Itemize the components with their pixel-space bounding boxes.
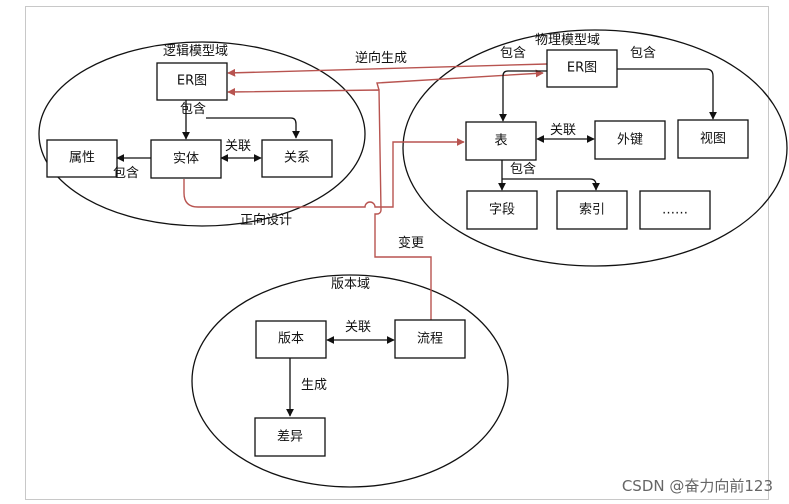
- phys-er-view-edge-label: 包含: [630, 45, 656, 61]
- change-edge: [227, 87, 432, 320]
- relation-label: 关系: [284, 151, 310, 166]
- more-label: ……: [662, 203, 688, 218]
- image-frame: [25, 6, 769, 500]
- entity-label: 实体: [173, 152, 199, 167]
- forward-design-edge-label: 正向设计: [240, 212, 292, 228]
- more-box[interactable]: [639, 190, 711, 230]
- reverse-generate-edge-label: 逆向生成: [355, 50, 407, 66]
- physical-domain-ellipse: [402, 29, 788, 267]
- index-box[interactable]: [556, 190, 628, 230]
- forward-design-edge: [183, 138, 465, 208]
- foreign-key-label: 外键: [617, 133, 643, 148]
- entity-box[interactable]: [150, 139, 222, 179]
- physical-er-label: ER图: [567, 61, 597, 76]
- view-box[interactable]: [677, 119, 749, 159]
- process-box[interactable]: [394, 319, 466, 359]
- relation-box[interactable]: [261, 139, 333, 178]
- difference-box[interactable]: [254, 417, 326, 457]
- view-label: 视图: [700, 132, 726, 147]
- field-label: 字段: [489, 203, 515, 218]
- process-label: 流程: [417, 332, 443, 347]
- attribute-box[interactable]: [46, 139, 118, 178]
- table-label: 表: [494, 134, 507, 149]
- version-label: 版本: [278, 332, 304, 347]
- version-domain-ellipse: [191, 274, 509, 488]
- index-label: 索引: [579, 203, 605, 218]
- logical-domain-title: 逻辑模型域: [163, 44, 228, 59]
- field-box[interactable]: [466, 190, 538, 230]
- version-box[interactable]: [255, 320, 327, 359]
- er-entity-edge-label: 包含: [180, 101, 206, 117]
- version-domain-title: 版本域: [331, 277, 370, 292]
- relation-loop-edge: [206, 117, 300, 139]
- logical-er-label: ER图: [177, 74, 207, 89]
- phys-er-table-edge-label: 包含: [500, 45, 526, 61]
- foreign-key-box[interactable]: [594, 120, 666, 160]
- change-edge-upper: [376, 69, 544, 91]
- logical-er-box[interactable]: [156, 62, 228, 101]
- physical-er-box[interactable]: [546, 49, 618, 88]
- logical-domain-ellipse: [38, 41, 366, 227]
- table-fields-edge-label: 包含: [510, 161, 536, 177]
- table-box[interactable]: [465, 121, 537, 161]
- entity-relation-edge-label: 关联: [225, 139, 251, 154]
- change-edge-label: 变更: [398, 235, 424, 251]
- difference-label: 差异: [277, 430, 303, 445]
- phys-er-table-edge: [499, 70, 548, 122]
- generate-edge-label: 生成: [301, 378, 327, 393]
- phys-er-view-edge: [617, 68, 717, 120]
- watermark-text: CSDN @奋力向前123: [621, 477, 773, 495]
- physical-domain-title: 物理模型域: [535, 33, 600, 48]
- attribute-label: 属性: [69, 151, 95, 166]
- table-fk-edge-label: 关联: [550, 123, 576, 138]
- table-index-edge: [502, 178, 600, 191]
- version-process-edge-label: 关联: [345, 320, 371, 335]
- entity-attr-edge-label: 包含: [113, 165, 139, 181]
- reverse-generate-edge: [227, 63, 548, 77]
